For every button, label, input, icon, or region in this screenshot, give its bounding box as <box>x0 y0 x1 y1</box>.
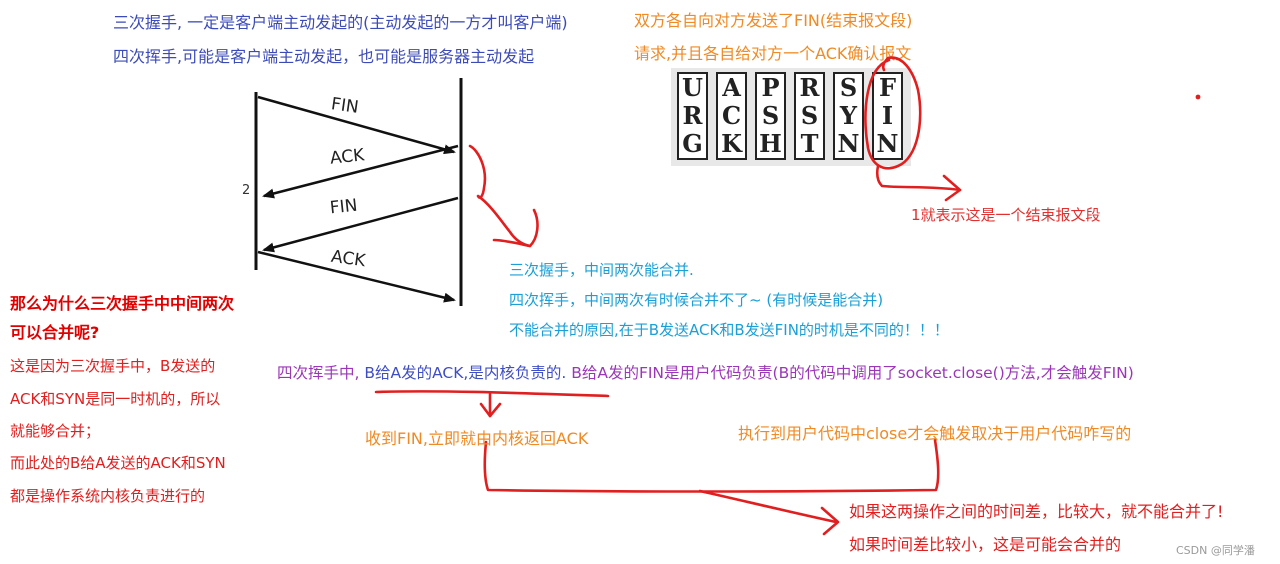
flag-letter: U <box>682 73 703 102</box>
fin-flag-circle <box>864 56 922 170</box>
kernel-ack-arrow-head <box>479 402 502 418</box>
answer-line-4: 而此处的B给A发送的ACK和SYN <box>10 454 226 472</box>
question-title-line2: 可以合并呢? <box>10 323 100 342</box>
flag-letter: N <box>837 129 860 158</box>
message-arrow-3 <box>262 196 459 253</box>
flag-letter: G <box>682 129 703 158</box>
note-user-code-close: 执行到用户代码中close才会触发取决于用户代码咋写的 <box>738 424 1132 443</box>
flag-letter: K <box>721 129 742 158</box>
message-arrow-4 <box>257 250 456 303</box>
wave-note-user-fin: B给A发的FIN是用户代码负责(B的代码中调用了socket.close()方法… <box>566 364 1134 382</box>
note-wave-initiator: 四次挥手,可能是客户端主动发起，也可能是服务器主动发起 <box>113 47 535 66</box>
note-wave-responsibility: 四次挥手中, B给A发的ACK,是内核负责的. B给A发的FIN是用户代码负责(… <box>277 364 1134 382</box>
note-handshake-client: 三次握手, 一定是客户端主动发起的(主动发起的一方才叫客户端) <box>113 13 568 32</box>
conclusion-line-2: 如果时间差比较小，这是可能会合并的 <box>849 535 1122 554</box>
diagram-to-merge-arrow <box>468 144 532 248</box>
question-title-line1: 那么为什么三次握手中中间两次 <box>10 294 235 313</box>
note-fin-both-sides: 双方各自向对方发送了FIN(结束报文段) <box>634 11 913 30</box>
note-three-way-merge: 三次握手，中间两次能合并. <box>509 261 694 279</box>
fin-circle-to-note-arrow <box>875 164 962 192</box>
flag-letter: I <box>881 101 894 130</box>
flag-letter: S <box>761 101 780 130</box>
fin-arrow-head <box>942 174 962 202</box>
stray-mark: 2 <box>242 183 251 198</box>
flag-column-rst: R S T <box>794 72 825 160</box>
flag-letter: Y <box>839 101 858 130</box>
flag-column-syn: S Y N <box>833 72 864 160</box>
flag-letter: T <box>800 129 819 158</box>
answer-line-3: 就能够合并； <box>10 422 101 440</box>
flag-column-psh: P S H <box>755 72 786 160</box>
flag-column-urg: U R G <box>677 72 708 160</box>
flag-letter: N <box>876 129 899 158</box>
red-dot <box>1195 94 1201 100</box>
note-merge-reason: 不能合并的原因,在于B发送ACK和B发送FIN的时机是不同的！！！ <box>509 321 949 339</box>
tcp-flags-table: U R G A C K P S H R S T S Y N F I N <box>671 68 911 166</box>
flag-letter: F <box>878 73 897 102</box>
kernel-ack-underline <box>374 390 610 398</box>
conclusion-line-1: 如果这两操作之间的时间差，比较大，就不能合并了! <box>849 502 1224 521</box>
diagram-arrow-head <box>492 208 539 248</box>
flag-letter: R <box>682 101 703 130</box>
answer-line-5: 都是操作系统内核负责进行的 <box>10 487 206 505</box>
flag-letter: H <box>759 129 782 158</box>
note-kernel-returns-ack: 收到FIN,立即就由内核返回ACK <box>365 429 589 448</box>
conclusion-arrow-head <box>820 506 840 536</box>
watermark: CSDN @同学潘 <box>1176 544 1255 557</box>
flag-letter: C <box>721 101 742 130</box>
note-ack-both-sides: 请求,并且各自给对方一个ACK确认报文 <box>634 44 912 63</box>
flag-letter: R <box>799 73 820 102</box>
flag-letter: A <box>722 73 741 102</box>
answer-line-2: ACK和SYN是同一时机的，所以 <box>10 390 221 408</box>
message-arrow-1 <box>257 95 456 155</box>
wave-note-kernel-ack: B给A发的ACK,是内核负责的. <box>364 364 567 382</box>
answer-line-1: 这是因为三次握手中，B发送的 <box>10 357 216 375</box>
wave-note-prefix: 四次挥手中, <box>277 364 365 382</box>
flag-letter: S <box>800 101 819 130</box>
flag-letter: P <box>761 73 780 102</box>
flag-column-fin: F I N <box>872 72 903 160</box>
note-fin-flag-meaning: 1就表示这是一个结束报文段 <box>911 206 1101 224</box>
bracket-to-conclusion <box>698 489 838 524</box>
message-arrow-2 <box>262 144 459 199</box>
flag-column-ack: A C K <box>716 72 747 160</box>
flag-letter: S <box>839 73 858 102</box>
note-four-way-merge: 四次挥手，中间两次有时候合并不了~ (有时候是能合并) <box>509 291 884 309</box>
